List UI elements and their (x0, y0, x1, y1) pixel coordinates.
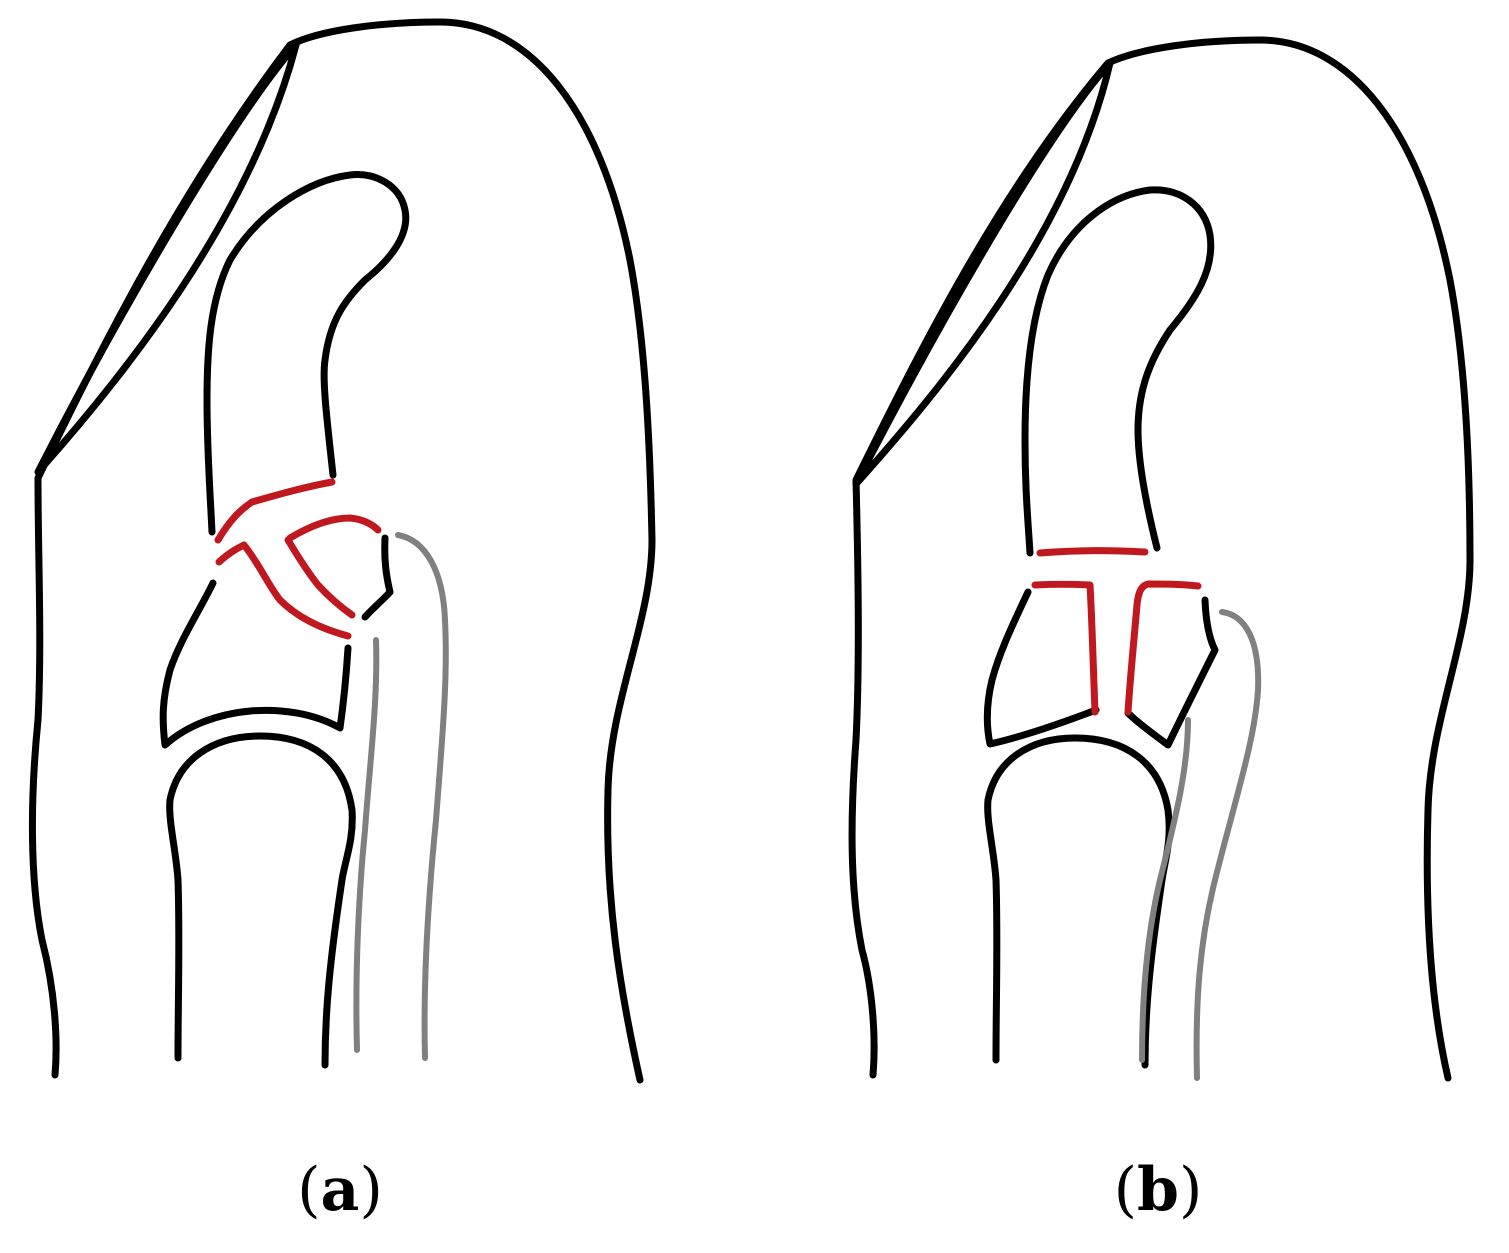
osteotomy-cut-oblique-2 (284, 536, 356, 619)
middle-phalanx (159, 579, 352, 749)
toe-outline (28, 18, 656, 1084)
osteotomy-cuts-a (214, 478, 382, 640)
osteotomy-cut-dorsal (1036, 547, 1149, 557)
extensor-tendon-inner (353, 637, 380, 1053)
caption-close-paren: ) (1178, 1155, 1203, 1225)
panel-a-drawing (28, 18, 656, 1084)
osteotomy-cuts-b (1031, 547, 1202, 716)
extensor-tendon-inner (1139, 717, 1191, 1063)
caption-letter-b: b (1137, 1155, 1179, 1225)
middle-phalanx-head (361, 534, 394, 621)
middle-phalanx (983, 588, 1100, 748)
osteotomy-cut-left (1031, 580, 1099, 716)
caption-open-paren: ( (297, 1155, 321, 1225)
osteotomy-cut-dorsal (214, 478, 336, 544)
osteotomy-cut-oblique-1 (215, 541, 352, 640)
extensor-tendon-outer (395, 532, 449, 1061)
panel-caption-b: (b) (1058, 1160, 1258, 1220)
middle-phalanx-right (1124, 596, 1219, 749)
panel-caption-a: (a) (240, 1160, 440, 1220)
caption-open-paren: ( (1113, 1155, 1138, 1225)
proximal-phalanx (166, 732, 356, 1069)
toenail-outline (34, 41, 300, 476)
toenail-outline (852, 59, 1114, 488)
caption-close-paren: ) (359, 1155, 383, 1225)
osteotomy-cut-right (1124, 580, 1202, 716)
extensor-tendon-outer (1193, 609, 1262, 1081)
osteotomy-cut-upper (286, 514, 382, 542)
panel-b-drawing (848, 36, 1474, 1082)
proximal-phalanx (984, 734, 1173, 1069)
distal-phalanx (203, 171, 410, 536)
caption-letter-a: a (320, 1155, 360, 1225)
toe-outline (848, 36, 1474, 1082)
distal-phalanx (1021, 186, 1215, 557)
